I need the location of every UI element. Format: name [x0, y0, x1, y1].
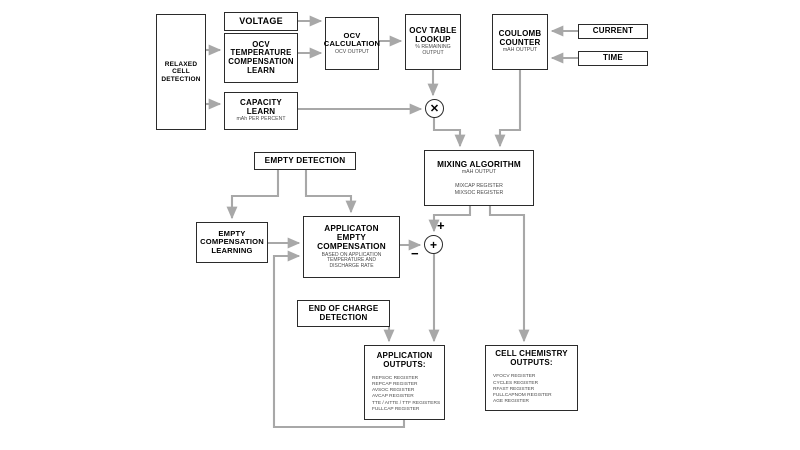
wire-mixing-to-cellchem [488, 206, 530, 343]
sign-minus-label: − [411, 246, 419, 261]
box-title: VOLTAGE [239, 16, 283, 27]
box-time[interactable]: TIME [578, 51, 648, 66]
box-subtitle: mAH OUTPUT [502, 47, 538, 54]
register-item: CYCLES REGISTER [493, 380, 539, 386]
box-title: CURRENT [592, 26, 634, 36]
box-title: TIME [603, 53, 623, 63]
register-item: RFAST REGISTER [493, 386, 535, 392]
box-voltage[interactable]: VOLTAGE [224, 12, 298, 31]
wire-emptydet-to-emptylearn [226, 170, 280, 220]
sum-junction-icon: + [424, 235, 443, 254]
plus-symbol: + [429, 237, 437, 252]
wire-multiply-to-mixing [432, 118, 466, 148]
register-item: TTE / AITTE / TTF REGISTERS [372, 400, 441, 406]
box-title: MIXING ALGORITHM [437, 159, 521, 169]
wire-emptydet-to-appempty [304, 170, 357, 214]
sign-plus-label: + [437, 218, 445, 233]
box-subtitle: OCV OUTPUT [334, 48, 369, 55]
register-item: FULLCAP REGISTER [372, 406, 420, 412]
box-empty-detection[interactable]: EMPTY DETECTION [254, 152, 356, 170]
register-item: MIXCAP REGISTER [455, 182, 503, 189]
wire-coulomb-to-mixing [494, 70, 522, 148]
box-subtitle: mAh PER PERCENT [236, 116, 286, 123]
box-subtitle: mAH OUTPUT [461, 168, 497, 175]
register-item: MIXSOC REGISTER [454, 189, 504, 196]
box-title: CAPACITY LEARN [240, 97, 282, 116]
box-current[interactable]: CURRENT [578, 24, 648, 39]
box-mixing-algorithm[interactable]: MIXING ALGORITHM mAH OUTPUT MIXCAP REGIS… [424, 150, 534, 206]
multiply-symbol: ✕ [429, 103, 440, 115]
register-item: FULLCAPNOM REGISTER [493, 393, 552, 399]
multiply-junction-icon: ✕ [425, 99, 444, 118]
register-item: VFOCV REGISTER [493, 374, 536, 380]
box-capacity-learn[interactable]: CAPACITY LEARN mAh PER PERCENT [224, 92, 298, 130]
register-item: AGE REGISTER [493, 399, 529, 405]
box-title: EMPTY DETECTION [264, 156, 346, 166]
